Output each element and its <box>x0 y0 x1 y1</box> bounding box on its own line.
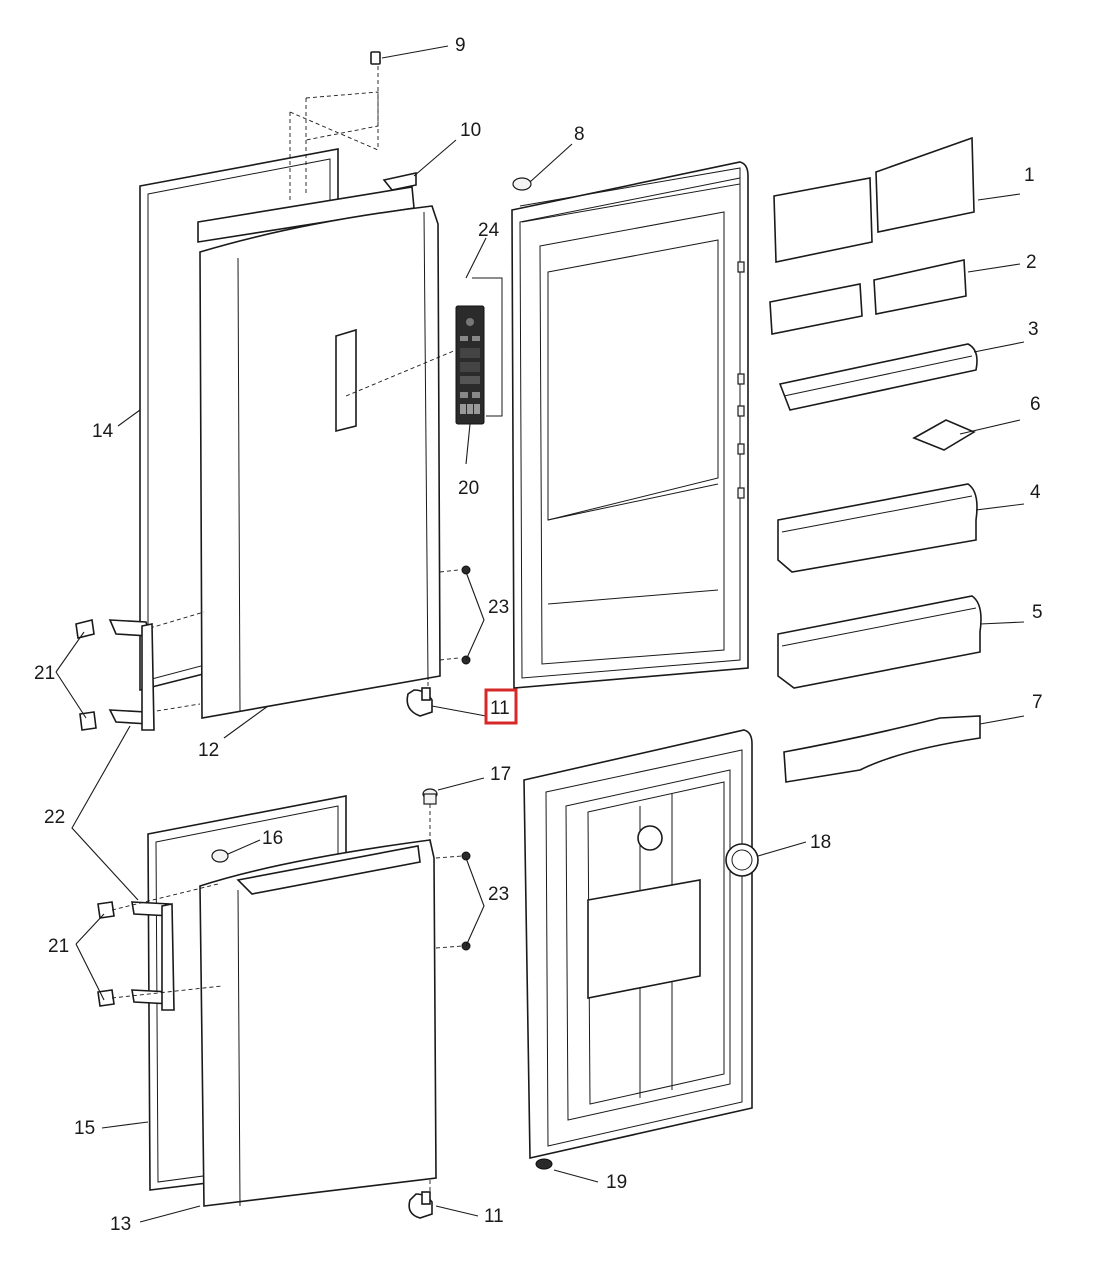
callout-24: 24 <box>478 220 500 241</box>
callout-23-lower: 23 <box>488 884 509 905</box>
callout-11-lower: 11 <box>484 1206 504 1227</box>
callout-21-upper: 21 <box>34 663 55 684</box>
callout-20: 20 <box>458 478 479 499</box>
highlighted-callout-box <box>484 688 518 725</box>
upper-door-liner <box>511 161 749 689</box>
upper-hinge-bracket <box>406 687 433 717</box>
top-cap-8 <box>512 177 532 191</box>
callout-5: 5 <box>1032 602 1043 623</box>
callout-3: 3 <box>1028 319 1039 340</box>
control-panel <box>455 277 503 425</box>
callout-11-upper: 11 <box>490 698 510 719</box>
callout-12: 12 <box>198 740 219 761</box>
callout-15: 15 <box>74 1118 95 1139</box>
callout-18: 18 <box>810 832 831 853</box>
foot-19 <box>535 1158 553 1170</box>
shelf-5 <box>777 595 982 689</box>
lower-hinges <box>131 901 175 1011</box>
shelf-4 <box>777 483 978 573</box>
bottle-retainer-7 <box>783 715 981 783</box>
upper-hinges <box>108 619 155 731</box>
knob-18 <box>725 843 759 877</box>
cap-17 <box>422 788 438 805</box>
callout-2: 2 <box>1026 252 1037 273</box>
lower-hinge-caps <box>97 901 115 1007</box>
shelf-3 <box>778 343 978 411</box>
callout-10: 10 <box>460 120 481 141</box>
egg-tray-6 <box>912 419 976 451</box>
upper-door-panel <box>199 205 441 719</box>
top-clip-part <box>370 51 381 65</box>
small-shelf-covers <box>769 259 967 335</box>
lower-door-panel <box>199 839 437 1207</box>
callout-23-upper: 23 <box>488 597 509 618</box>
leader-lines <box>55 45 1025 1223</box>
upper-hinge-caps <box>75 619 97 731</box>
callout-22: 22 <box>44 807 65 828</box>
upper-screws <box>461 565 471 665</box>
callout-4: 4 <box>1030 482 1041 503</box>
hidden-lines-upper <box>149 66 459 713</box>
callout-19: 19 <box>606 1172 627 1193</box>
callout-16: 16 <box>262 828 283 849</box>
display-window-cutout <box>335 328 357 433</box>
cap-16 <box>211 849 229 863</box>
callout-17: 17 <box>490 764 511 785</box>
hidden-lines-lower <box>111 804 463 1192</box>
callout-13: 13 <box>110 1214 131 1235</box>
callout-8: 8 <box>574 124 585 145</box>
lower-door-liner <box>523 729 753 1159</box>
lower-hinge-bracket <box>408 1191 433 1219</box>
callout-1: 1 <box>1024 165 1035 186</box>
callout-14: 14 <box>92 421 114 442</box>
callout-9: 9 <box>455 35 466 56</box>
callout-7: 7 <box>1032 692 1043 713</box>
handle-strip <box>382 172 417 191</box>
callout-6: 6 <box>1030 394 1041 415</box>
egg-shelf-covers <box>773 136 975 263</box>
lower-screws <box>461 851 471 951</box>
callout-21-lower: 21 <box>48 936 69 957</box>
